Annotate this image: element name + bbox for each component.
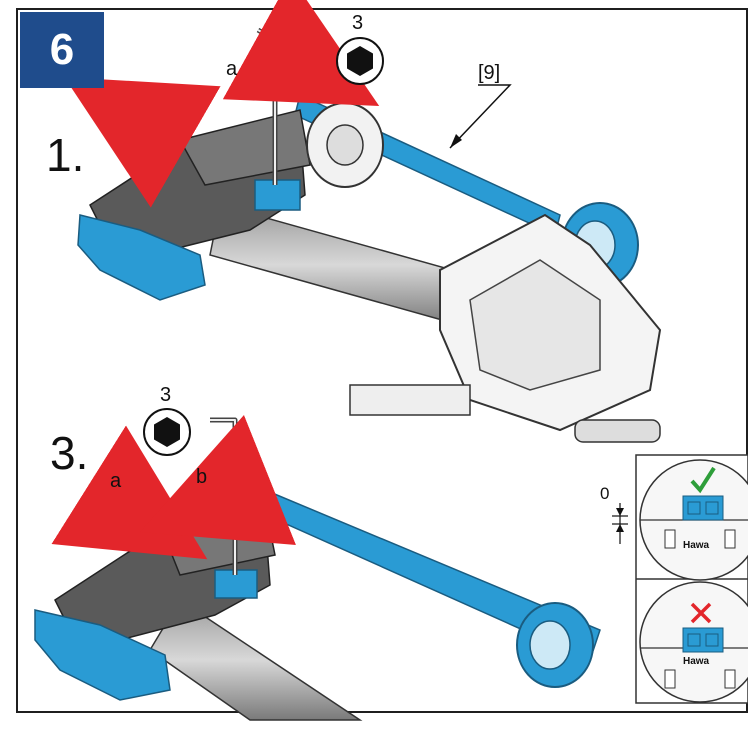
top-hex-size-label: 3: [352, 12, 364, 34]
reference-leader-line: [449, 84, 512, 149]
top-hex-icon: [347, 46, 373, 76]
bottom-hex-icon: [154, 417, 180, 447]
gap-arrow-up: [616, 524, 624, 532]
bottom-assembly: [34, 408, 601, 721]
top-roller-hub: [326, 124, 364, 166]
top-assembly: [64, 0, 662, 443]
bottom-push-label: a: [110, 470, 122, 492]
brand-text-wrong: Hawa: [683, 656, 710, 667]
ok-check-icon: [690, 466, 716, 494]
step-3-label: 3.: [50, 427, 89, 479]
top-carrier-foot: [349, 384, 471, 416]
top-carrier-inner: [469, 259, 601, 391]
bottom-push-arrow: [51, 425, 208, 560]
reference-label: [9]: [478, 62, 501, 84]
bottom-hex-size-label: 3: [160, 384, 172, 406]
top-rotate-arrow: [222, 0, 380, 106]
wrong-cross-icon: [690, 602, 712, 624]
inset-detail: [612, 454, 748, 704]
bottom-rotate-arrow: [139, 415, 296, 546]
step-1-label: 1.: [46, 129, 85, 181]
top-direction-arrow: [64, 77, 221, 208]
top-carrier-bolt: [574, 419, 661, 443]
bottom-blue-wheel-hub: [529, 620, 571, 670]
top-blue-end-clip: [77, 214, 206, 301]
reference-leader-tip: [450, 134, 462, 148]
bottom-rail: [148, 598, 363, 721]
bottom-turn-label: b: [196, 466, 208, 488]
gap-arrow-down: [616, 508, 624, 516]
bottom-blue-end-clip: [34, 609, 171, 701]
step-number-badge: 6: [20, 12, 104, 88]
brand-text-correct: Hawa: [683, 540, 710, 551]
top-turn-label: a: [226, 58, 238, 80]
gap-label: 0: [600, 484, 610, 503]
